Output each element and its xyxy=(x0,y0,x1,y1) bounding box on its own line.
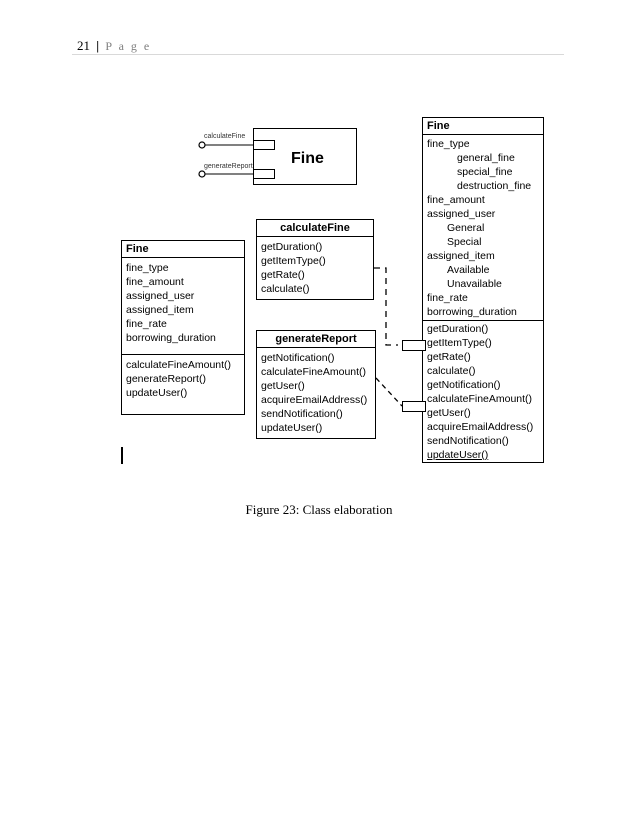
right-class-port-generatereport xyxy=(402,401,426,412)
user-type-value: Special xyxy=(447,236,482,248)
header-separator: | xyxy=(96,38,100,53)
method: calculate() xyxy=(261,283,310,295)
method: getDuration() xyxy=(427,323,489,335)
generatereport-dependency xyxy=(375,377,403,407)
method: updateUser() xyxy=(427,449,489,461)
figure-caption: Figure 23: Class elaboration xyxy=(245,502,393,517)
fine-class-right-methods: getDuration() getItemType() getRate() ca… xyxy=(423,320,543,462)
generatereport-lollipop-circle xyxy=(198,170,206,178)
attribute: assigned_item xyxy=(126,304,194,316)
method: calculateFineAmount() xyxy=(261,366,367,378)
method: getUser() xyxy=(261,380,305,392)
calculatefine-interface-title: calculateFine xyxy=(257,220,373,237)
attribute: assigned_user xyxy=(126,290,195,302)
item-state-value: Available xyxy=(447,264,490,276)
user-type-value: General xyxy=(447,222,485,234)
method: getRate() xyxy=(261,269,305,281)
page-number: 21 xyxy=(77,38,90,53)
method: getNotification() xyxy=(261,352,335,364)
fine-class-right-attributes: fine_type general_fine special_fine dest… xyxy=(423,135,543,320)
fine-class-left-title: Fine xyxy=(122,241,244,258)
component-port-bottom xyxy=(253,169,275,179)
attribute: fine_rate xyxy=(427,292,468,304)
fine-type-value: special_fine xyxy=(457,166,513,178)
fine-class-left-methods: calculateFineAmount() generateReport() u… xyxy=(122,354,244,414)
calculatefine-dependency xyxy=(374,267,398,346)
fine-type-value: destruction_fine xyxy=(457,180,532,192)
page-word: P a g e xyxy=(105,39,152,53)
text-cursor-mark xyxy=(121,447,123,464)
method: getItemType() xyxy=(427,337,492,349)
method: updateUser() xyxy=(126,387,188,399)
attribute: fine_type xyxy=(427,138,470,150)
component-port-top xyxy=(253,140,275,150)
method: getNotification() xyxy=(427,379,501,391)
method: calculateFineAmount() xyxy=(126,359,232,371)
method: calculateFineAmount() xyxy=(427,393,533,405)
method: acquireEmailAddress() xyxy=(427,421,534,433)
attribute: borrowing_duration xyxy=(126,332,216,344)
calculatefine-interface-box: calculateFine getDuration() getItemType(… xyxy=(256,219,374,300)
fine-class-right-title: Fine xyxy=(423,118,543,135)
method: getItemType() xyxy=(261,255,326,267)
generatereport-interface-label: generateReport xyxy=(204,163,253,170)
attribute: fine_rate xyxy=(126,318,167,330)
method: sendNotification() xyxy=(261,408,343,420)
item-state-value: Unavailable xyxy=(447,278,502,290)
header-rule xyxy=(72,54,564,55)
calculatefine-interface-methods: getDuration() getItemType() getRate() ca… xyxy=(257,237,373,299)
fine-type-value: general_fine xyxy=(457,152,515,164)
page-header: 21 | P a g e xyxy=(77,38,151,54)
method: getUser() xyxy=(427,407,471,419)
attribute: assigned_user xyxy=(427,208,496,220)
fine-class-right: Fine fine_type general_fine special_fine… xyxy=(422,117,544,463)
method: getRate() xyxy=(427,351,471,363)
fine-class-left: Fine fine_type fine_amount assigned_user… xyxy=(121,240,245,415)
method: sendNotification() xyxy=(427,435,509,447)
fine-class-left-attributes: fine_type fine_amount assigned_user assi… xyxy=(122,258,244,354)
method: getDuration() xyxy=(261,241,323,253)
generatereport-interface-methods: getNotification() calculateFineAmount() … xyxy=(257,348,375,438)
attribute: borrowing_duration xyxy=(427,306,517,318)
attribute: fine_type xyxy=(126,262,169,274)
calculatefine-interface-label: calculateFine xyxy=(204,133,246,140)
component-title: Fine xyxy=(291,150,324,167)
calculatefine-lollipop-circle xyxy=(198,141,206,149)
generatereport-interface-title: generateReport xyxy=(257,331,375,348)
method: generateReport() xyxy=(126,373,206,385)
right-class-port-calculatefine xyxy=(402,340,426,351)
attribute: fine_amount xyxy=(427,194,485,206)
method: calculate() xyxy=(427,365,476,377)
method: acquireEmailAddress() xyxy=(261,394,368,406)
attribute: assigned_item xyxy=(427,250,495,262)
attribute: fine_amount xyxy=(126,276,184,288)
generatereport-interface-box: generateReport getNotification() calcula… xyxy=(256,330,376,439)
method: updateUser() xyxy=(261,422,323,434)
